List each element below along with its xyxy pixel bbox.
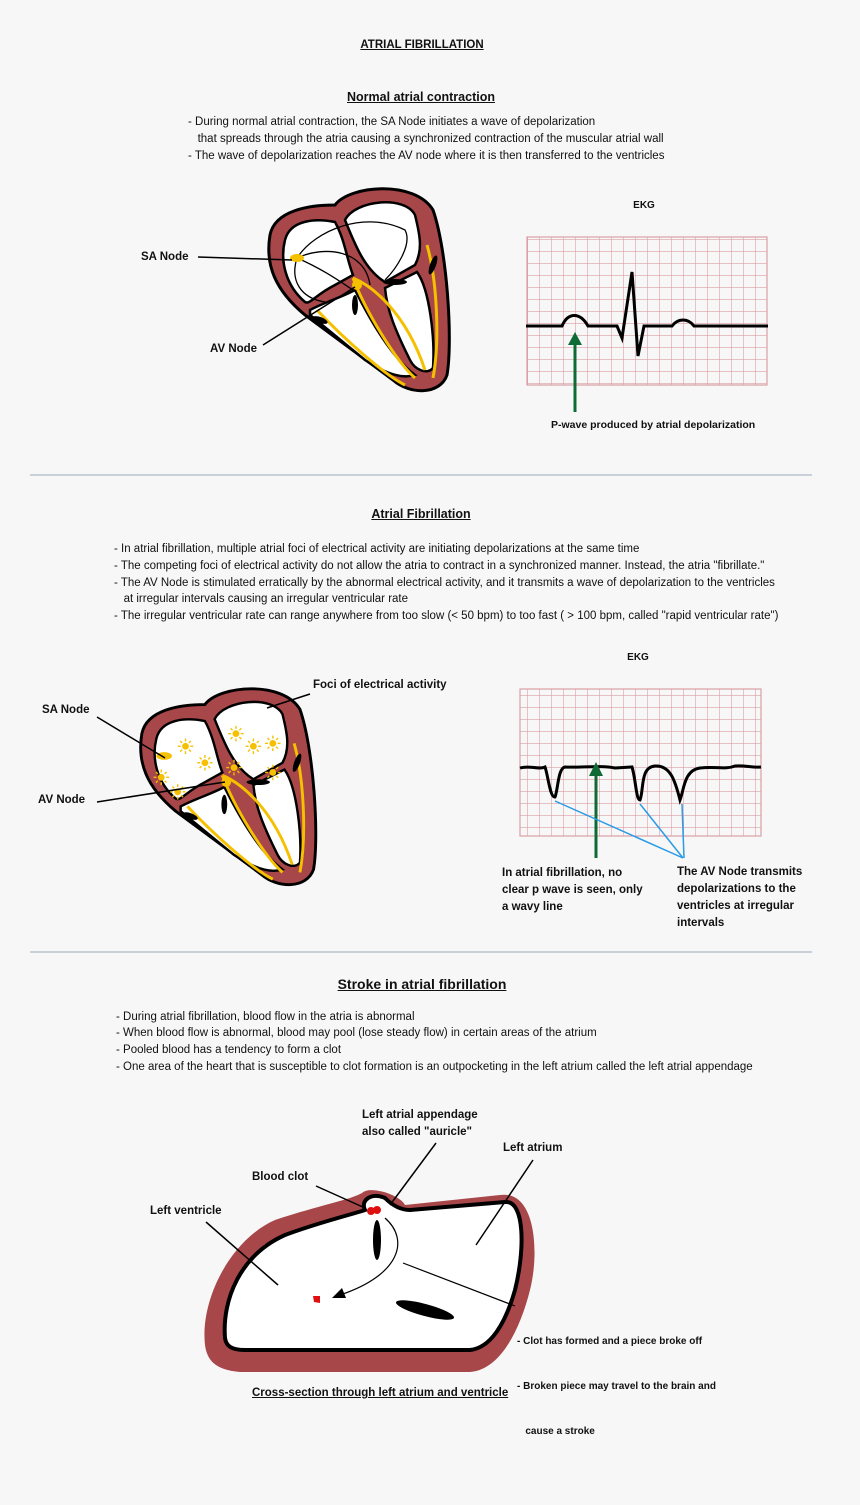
section-divider xyxy=(30,474,812,476)
av-node-pointer xyxy=(96,781,226,803)
av-node-label: AV Node xyxy=(38,794,86,806)
no-pwave-caption: In atrial fibrillation, no clear p wave … xyxy=(502,865,643,916)
av-node-label: AV Node xyxy=(210,343,258,355)
section3-bullet: - When blood flow is abnormal, blood may… xyxy=(116,1027,597,1039)
section1-bullet: - The wave of depolarization reaches the… xyxy=(188,150,665,162)
normal-heart-illustration xyxy=(267,187,451,393)
clot-notes: - Clot has formed and a piece broke off … xyxy=(517,1304,716,1469)
arrow-head-icon xyxy=(589,762,603,776)
left-ventricle-label: Left ventricle xyxy=(150,1205,222,1217)
caption-line: ventricles at irregular xyxy=(677,900,794,912)
section3-bullet: - During atrial fibrillation, blood flow… xyxy=(116,1011,415,1023)
arrow-head-icon xyxy=(332,1288,346,1298)
sa-node-dot xyxy=(290,254,304,262)
ekg-label: EKG xyxy=(633,200,655,211)
caption-line: cause a stroke xyxy=(517,1426,595,1437)
av-node-dot xyxy=(221,777,232,787)
caption-line: a wavy line xyxy=(502,901,563,913)
section3-bullet: - One area of the heart that is suscepti… xyxy=(116,1061,753,1073)
caption-line: intervals xyxy=(677,917,725,929)
section2-heading: Atrial Fibrillation xyxy=(371,507,471,521)
caption-line: The AV Node transmits xyxy=(677,866,803,878)
section2-bullet: - The competing foci of electrical activ… xyxy=(114,560,765,572)
section2-bullet: - In atrial fibrillation, multiple atria… xyxy=(114,543,640,555)
foci-pointer xyxy=(266,693,311,709)
afib-heart-illustration xyxy=(139,687,318,887)
page-title: ATRIAL FIBRILLATION xyxy=(360,39,484,51)
cross-section-caption: Cross-section through left atrium and ve… xyxy=(252,1387,509,1399)
pwave-caption: P-wave produced by atrial depolarization xyxy=(551,419,756,431)
section1-bullet: that spreads through the atria causing a… xyxy=(188,133,664,145)
caption-line: In atrial fibrillation, no xyxy=(502,867,623,879)
section1-heading: Normal atrial contraction xyxy=(347,90,495,104)
section1-bullet: - During normal atrial contraction, the … xyxy=(188,116,596,128)
caption-line: also called "auricle" xyxy=(362,1126,472,1138)
ekg-grid xyxy=(526,236,768,386)
blood-clot-label: Blood clot xyxy=(252,1171,309,1183)
caption-line: depolarizations to the xyxy=(677,883,796,895)
av-node-pointer xyxy=(262,286,356,346)
caption-line: - Broken piece may travel to the brain a… xyxy=(517,1381,716,1392)
sa-node-pointer xyxy=(197,256,293,261)
caption-line: Left atrial appendage xyxy=(362,1109,478,1121)
sa-node-dot xyxy=(156,752,172,760)
arrow-head-icon xyxy=(568,332,582,345)
normal-ekg-trace xyxy=(526,271,768,357)
blood-clot xyxy=(367,1207,375,1215)
appendage-label: Left atrial appendage also called "auric… xyxy=(362,1107,478,1141)
section3-bullet: - Pooled blood has a tendency to form a … xyxy=(116,1044,342,1056)
av-transmits-caption: The AV Node transmits depolarizations to… xyxy=(677,864,802,932)
afib-ekg-trace xyxy=(519,764,762,805)
section2-bullet: - The AV Node is stimulated erratically … xyxy=(114,577,775,589)
section2-bullet: - The irregular ventricular rate can ran… xyxy=(114,610,779,622)
foci-label: Foci of electrical activity xyxy=(313,679,447,691)
ekg-label: EKG xyxy=(627,652,649,663)
section3-heading: Stroke in atrial fibrillation xyxy=(337,976,507,992)
sa-node-label: SA Node xyxy=(141,251,189,263)
broken-clot-piece xyxy=(313,1296,320,1303)
section-divider xyxy=(30,951,812,953)
sa-node-pointer xyxy=(96,716,166,759)
caption-line: - Clot has formed and a piece broke off xyxy=(517,1336,703,1347)
cross-section-illustration xyxy=(204,1142,535,1372)
section2-bullet: at irregular intervals causing an irregu… xyxy=(114,593,409,605)
left-atrium-label: Left atrium xyxy=(503,1142,563,1154)
ekg-grid xyxy=(519,688,762,837)
caption-line: clear p wave is seen, only xyxy=(502,884,643,896)
irregular-interval-pointers xyxy=(554,800,685,859)
sa-node-label: SA Node xyxy=(42,704,90,716)
